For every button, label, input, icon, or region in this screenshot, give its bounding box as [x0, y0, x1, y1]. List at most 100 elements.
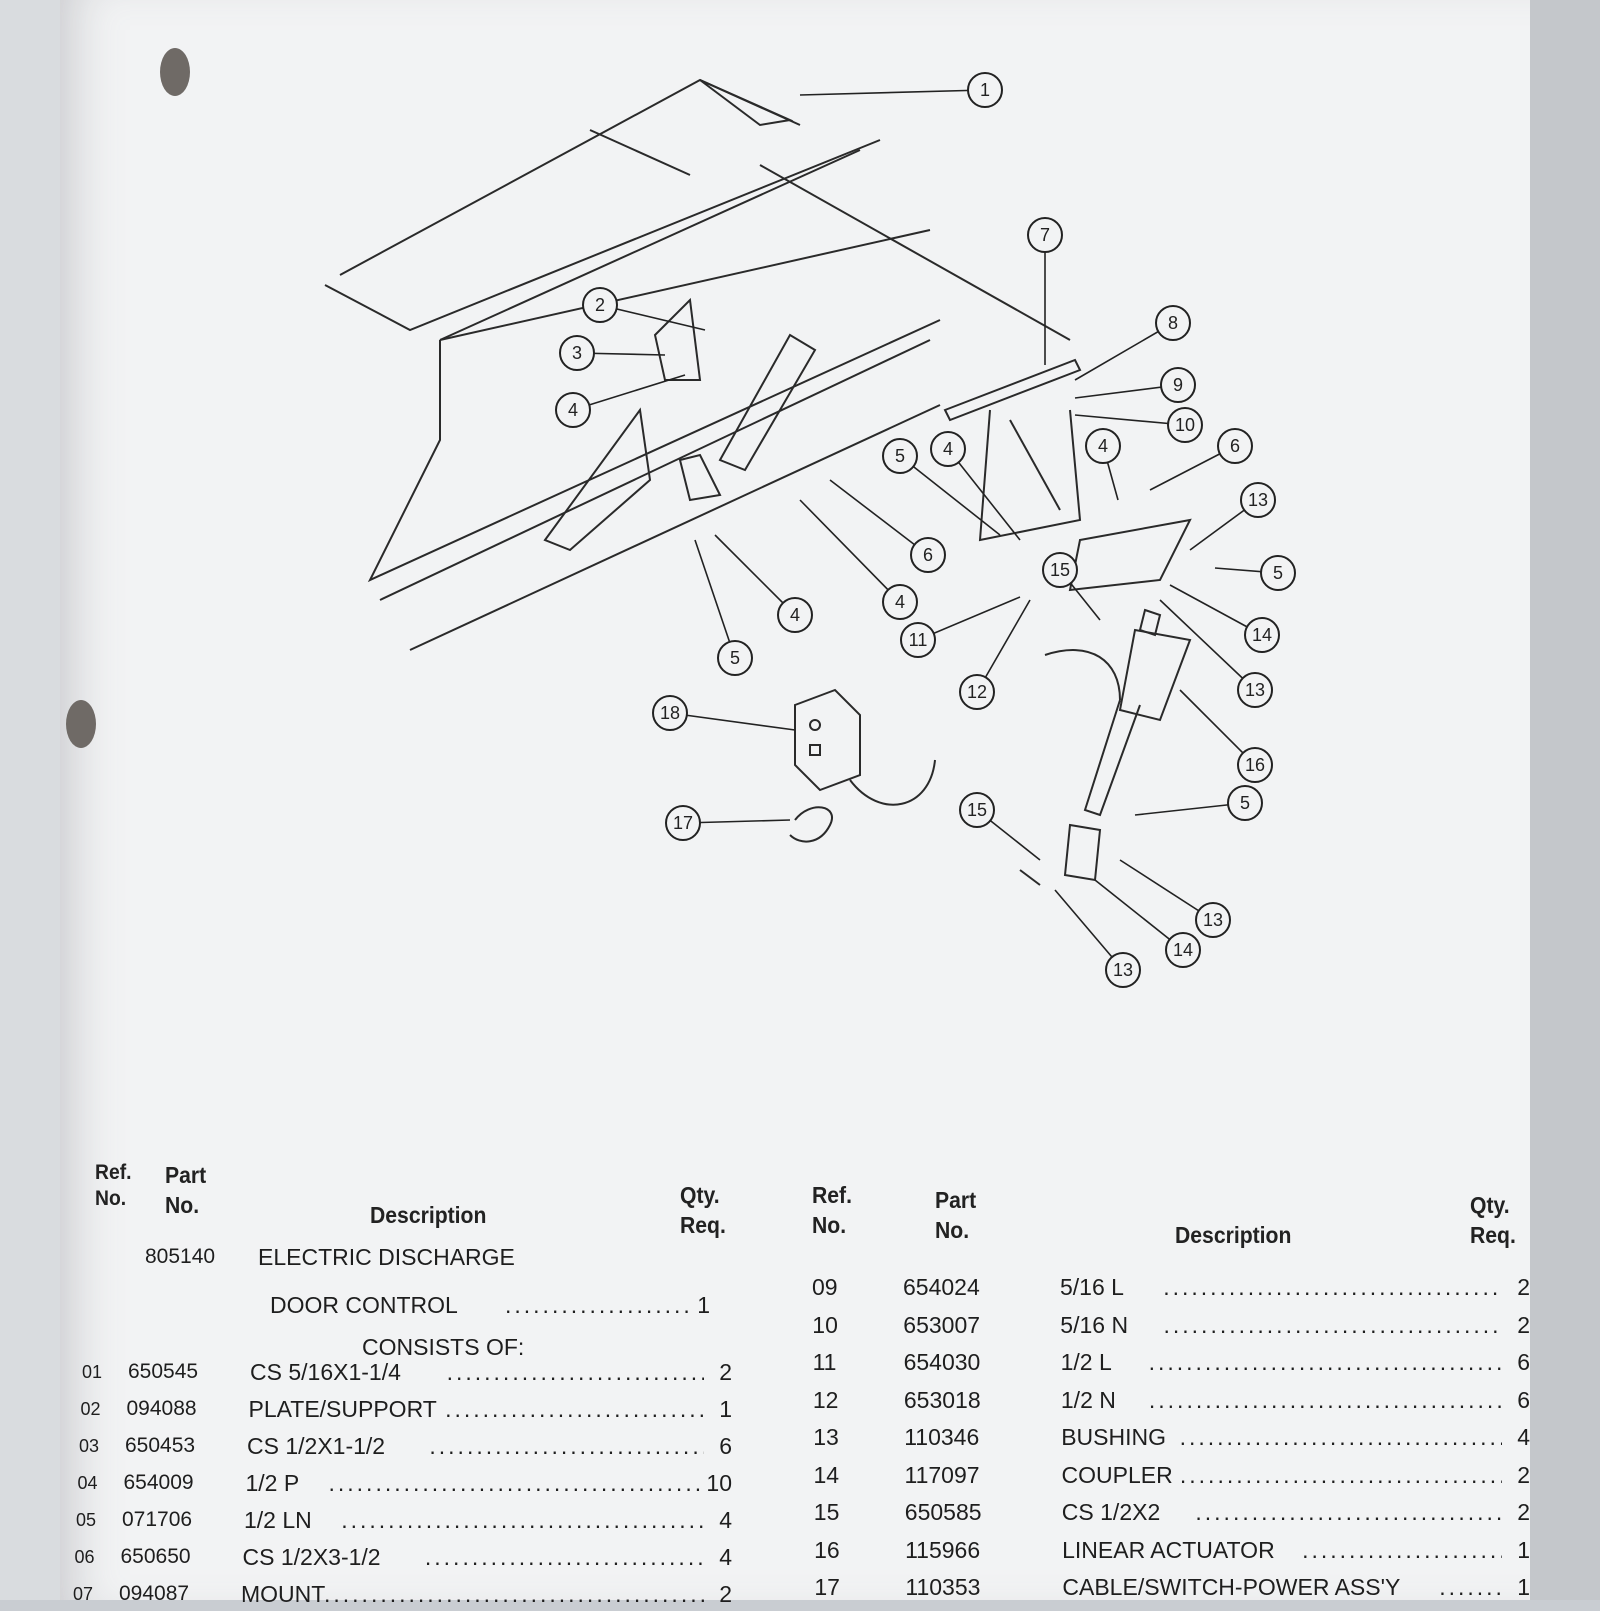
part-description: 1/2 P	[245, 1470, 300, 1496]
leader-line	[669, 712, 796, 731]
part-description: PLATE/SUPPORT	[248, 1396, 437, 1422]
callout-circle	[652, 695, 688, 731]
leader-dots: ........................................…	[1439, 1574, 1502, 1600]
ref-number: 14	[813, 1461, 840, 1488]
leader-dots: ........................................…	[429, 1433, 704, 1459]
callout-8: 8	[1074, 305, 1191, 381]
callout-number: 4	[1098, 436, 1108, 456]
callout-circle	[559, 335, 595, 371]
callout-circle	[1160, 367, 1196, 403]
description-header-right: Description	[1175, 1222, 1292, 1248]
ref-number: 03	[79, 1436, 100, 1456]
switch-box	[789, 688, 1041, 886]
callout-number: 5	[730, 648, 740, 668]
callout-number: 14	[1173, 940, 1193, 960]
callout-number: 9	[1173, 375, 1183, 395]
callout-number: 15	[1050, 560, 1070, 580]
callout-number: 13	[1113, 960, 1133, 980]
callout-number: 11	[909, 630, 928, 650]
callout-number: 16	[1245, 755, 1265, 775]
part-number: 094087	[119, 1582, 190, 1605]
description-header: Description	[370, 1202, 487, 1228]
quantity: 6	[719, 1433, 732, 1459]
ref-number: 09	[812, 1274, 838, 1300]
leader-dots: ........................................…	[424, 1544, 704, 1570]
callout-5: 5	[1214, 555, 1296, 591]
callout-circle	[665, 805, 701, 841]
part-description: COUPLER	[1061, 1461, 1173, 1488]
callout-7: 7	[1027, 217, 1063, 365]
callout-4: 4	[714, 534, 813, 633]
leader-line	[1119, 859, 1214, 921]
callout-5: 5	[882, 438, 1001, 536]
assembly-qty: 1	[697, 1292, 710, 1318]
leader-dots: ........................................…	[1148, 1349, 1502, 1375]
callout-4: 4	[1085, 428, 1121, 501]
leader-line	[799, 499, 901, 603]
leader-dots: ........................................…	[341, 1507, 704, 1533]
callout-number: 4	[943, 439, 953, 459]
callout-circle	[1217, 428, 1253, 464]
assembly-desc-line2: DOOR CONTROL	[270, 1292, 458, 1318]
ref-number: 15	[813, 1499, 840, 1525]
part-number: 110353	[905, 1574, 981, 1600]
leader-dots: ........................................…	[446, 1359, 704, 1385]
callout-circle	[1085, 428, 1121, 464]
quantity: 1	[719, 1396, 732, 1422]
leader-line	[714, 534, 796, 616]
leader-line	[1074, 322, 1174, 381]
callout-circle	[1155, 305, 1191, 341]
part-description: CS 1/2X3-1/2	[242, 1544, 381, 1570]
callout-number: 6	[923, 545, 933, 565]
part-number: 653018	[903, 1386, 981, 1413]
callout-4: 4	[555, 374, 686, 428]
part-description: BUSHING	[1061, 1424, 1166, 1450]
quantity: 4	[719, 1507, 732, 1533]
callout-number: 17	[673, 813, 693, 833]
ref-number: 12	[812, 1386, 839, 1413]
callout-6: 6	[829, 479, 946, 573]
callout-number: 4	[790, 605, 800, 625]
part-number: 117097	[904, 1461, 980, 1488]
callout-3: 3	[559, 335, 666, 371]
leader-dots: ........................................…	[1163, 1274, 1502, 1300]
hopper-frame	[324, 78, 1071, 651]
ref-number: 11	[812, 1349, 837, 1375]
callout-circle	[959, 674, 995, 710]
callout-4: 4	[930, 431, 1021, 541]
callout-circle	[582, 287, 618, 323]
callout-number: 13	[1203, 910, 1223, 930]
assembly-row: 805140 ELECTRIC DISCHARGE	[0, 1240, 1600, 1274]
leader-dots: ........................................…	[1179, 1424, 1502, 1450]
part-description: CS 1/2X2	[1061, 1499, 1161, 1525]
quantity: 10	[706, 1470, 732, 1496]
callout-10: 10	[1074, 407, 1203, 443]
callout-number: 12	[967, 682, 987, 702]
callout-number: 18	[660, 703, 680, 723]
leader-line	[799, 89, 986, 96]
ref-no-header: Ref.No.	[95, 1161, 132, 1210]
callout-circle	[777, 597, 813, 633]
part-number: 650453	[125, 1434, 196, 1457]
callout-circle	[1240, 482, 1276, 518]
part-number: 654030	[903, 1349, 981, 1375]
quantity: 2	[1517, 1461, 1530, 1488]
callout-circle	[882, 438, 918, 474]
callout-number: 6	[1230, 436, 1240, 456]
leader-dots: ........................................…	[328, 1470, 705, 1496]
callout-circle	[967, 72, 1003, 108]
callout-circle	[930, 431, 966, 467]
part-number: 654024	[903, 1274, 980, 1300]
callout-circle	[1105, 952, 1141, 988]
leader-dots: ........................................…	[445, 1396, 704, 1422]
callout-circle	[1227, 785, 1263, 821]
